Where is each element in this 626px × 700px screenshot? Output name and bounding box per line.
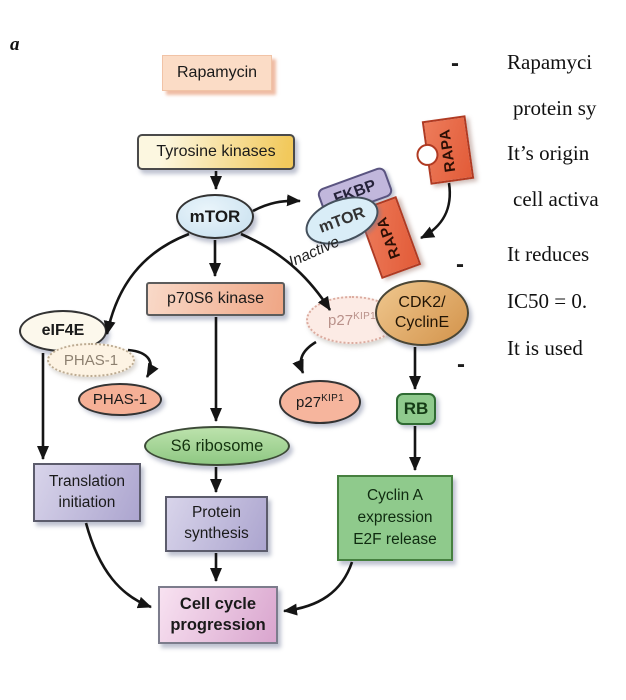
rapa-free-box: RAPA xyxy=(415,115,475,185)
bullet-dash-4: - xyxy=(457,351,465,378)
mtor-ellipse: mTOR xyxy=(176,194,254,239)
protein-synthesis-box: Protein synthesis xyxy=(165,496,268,552)
arrow-rapa-to-complex xyxy=(420,182,452,240)
arrow-cyclina-to-cellcycle xyxy=(283,561,354,616)
cell-cycle-progression-box: Cell cycle progression xyxy=(158,586,278,644)
note-line-2: protein sy xyxy=(513,96,597,120)
translation-initiation-box: Translation initiation xyxy=(33,463,141,522)
p27-dotted-label: p27KIP1 xyxy=(328,311,376,329)
cyclin-a-box: Cyclin A expression E2F release xyxy=(337,475,453,561)
cyclina-line1: Cyclin A xyxy=(366,487,423,505)
cdk2-cycline-ellipse: CDK2/ CyclinE xyxy=(375,280,469,346)
translation-line2: initiation xyxy=(58,493,116,511)
rb-box: RB xyxy=(396,393,436,425)
phas1-solid-ellipse: PHAS-1 xyxy=(78,383,162,416)
rapa-complex-label: RAPA xyxy=(373,214,405,261)
protein-line2: synthesis xyxy=(184,525,249,542)
p27-solid-label: p27KIP1 xyxy=(296,393,344,411)
p27-solid-ellipse: p27KIP1 xyxy=(279,380,361,424)
translation-line1: Translation xyxy=(48,472,126,490)
rapa-notch xyxy=(415,142,440,168)
note-line-3: It’s origin xyxy=(507,141,590,165)
s6-ribosome-ellipse: S6 ribosome xyxy=(144,426,290,466)
p70s6-kinase-box: p70S6 kinase xyxy=(146,282,285,316)
arrow-p27-dotted-to-solid xyxy=(292,340,317,374)
bullet-dash-2: - xyxy=(456,251,464,278)
note-line-1: Rapamyci xyxy=(507,50,593,74)
cdk2-line2: CyclinE xyxy=(394,314,450,331)
bullet-dash-1: - xyxy=(451,50,459,77)
phas1-dotted-ellipse: PHAS-1 xyxy=(47,343,135,377)
arrow-mtor-to-inactive-complex xyxy=(252,194,301,213)
cellcycle-line1: Cell cycle xyxy=(179,594,257,613)
note-line-5: It reduces xyxy=(507,242,590,266)
protein-line1: Protein xyxy=(191,504,242,522)
rapamycin-box: Rapamycin xyxy=(162,55,272,91)
rapa-free-label: RAPA xyxy=(436,127,460,173)
tyrosine-kinases-box: Tyrosine kinases xyxy=(137,134,295,170)
figure-label: a xyxy=(10,34,20,55)
cdk2-line1: CDK2/ xyxy=(398,294,446,311)
arrow-translation-to-cellcycle xyxy=(84,522,152,609)
note-line-7: It is used xyxy=(507,336,583,360)
note-line-6: IC50 = 0. xyxy=(507,289,588,313)
cyclina-line3: E2F release xyxy=(353,530,437,548)
note-line-4: cell activa xyxy=(513,187,599,211)
cellcycle-line2: progression xyxy=(170,616,266,634)
cyclina-line2: expression xyxy=(357,509,433,527)
